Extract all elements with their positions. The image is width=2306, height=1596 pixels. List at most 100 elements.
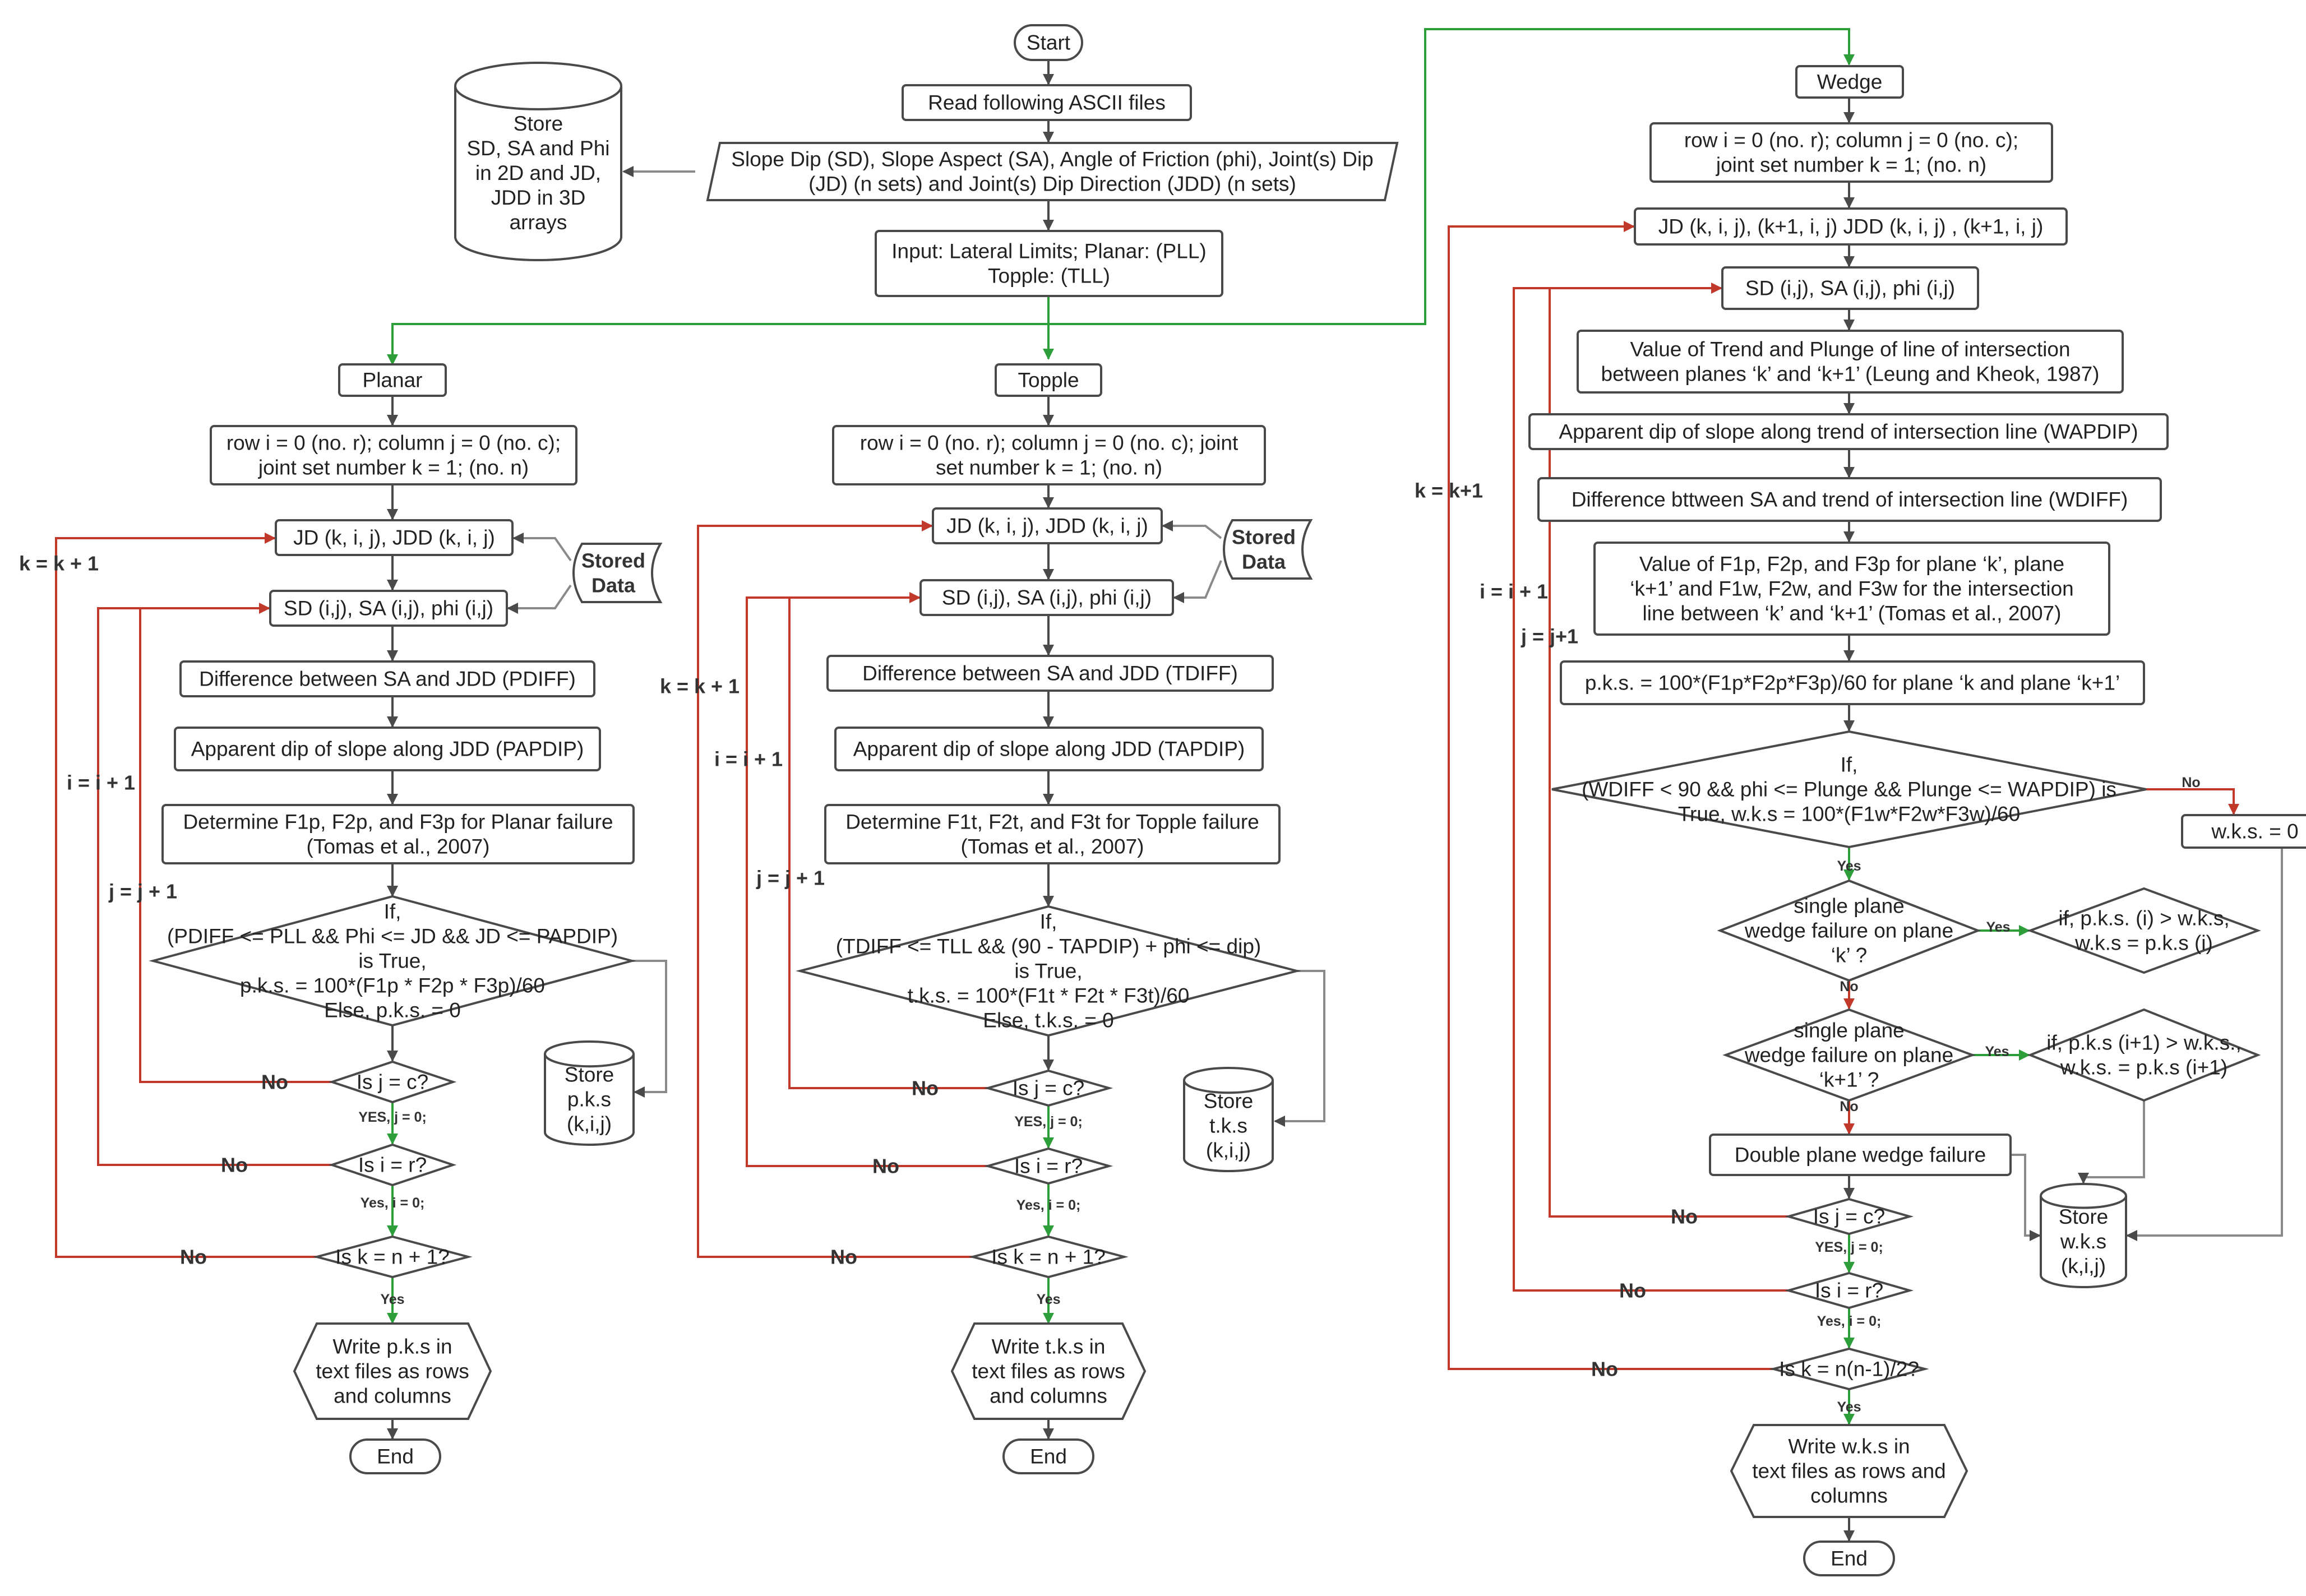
wedge-if2-decision-shape	[2027, 1008, 2261, 1102]
wedge-condition-decision-text-line-2: (WDIFF < 90 && phi <= Plunge && Plunge <…	[1582, 778, 2116, 801]
topple-diff-step-text: Difference between SA and JDD (TDIFF)	[862, 662, 1238, 685]
topple-stored-data-text-line-1: Stored	[1232, 526, 1296, 549]
planar-condition-decision-text-line-4: p.k.s. = 100*(F1p * F2p * F3p)/60	[240, 974, 545, 997]
topple-write-output-text-line-2: text files as rows	[972, 1360, 1125, 1383]
planar-yes-j-label: YES, j = 0;	[358, 1109, 427, 1125]
edge-planar-stored-sd	[507, 584, 572, 614]
planar-jd-step: JD (k, i, j), JDD (k, i, j)	[275, 519, 514, 556]
wedge-jd-step: JD (k, i, j), (k+1, i, j) JDD (k, i, j) …	[1634, 207, 2068, 246]
wedge-double-step-shape	[1709, 1134, 2012, 1176]
planar-jd-step-text: JD (k, i, j), JDD (k, i, j)	[293, 526, 495, 549]
wedge-store-db-text-line-3: (k,i,j)	[2061, 1255, 2106, 1278]
wedge-double-step: Double plane wedge failure	[1709, 1134, 2012, 1176]
topple-yes-j-label: YES, j = 0;	[1014, 1114, 1083, 1130]
wedge-write-output-text-line-3: columns	[1810, 1484, 1888, 1507]
topple-isj-decision-text: Is j = c?	[1013, 1077, 1085, 1100]
planar-store-db-text-line-1: Store	[565, 1063, 614, 1086]
wedge-store-db-text-line-1: Store	[2059, 1205, 2108, 1228]
planar-diff-step-shape	[179, 660, 595, 697]
planar-isi-decision: Is i = r?	[328, 1143, 457, 1187]
wedge-init-step-text-line-1: row i = 0 (no. r); column j = 0 (no. c);	[1684, 129, 2018, 152]
planar-end-terminal: End	[349, 1438, 441, 1474]
topple-isk-decision-text: Is k = n + 1?	[991, 1246, 1106, 1269]
topple-sd-step: SD (i,j), SA (i,j), phi (i,j)	[919, 579, 1174, 616]
topple-isi-decision-text: Is i = r?	[1014, 1155, 1083, 1178]
input-files-data: Slope Dip (SD), Slope Aspect (SA), Angle…	[706, 142, 1399, 201]
topple-sd-step-text: SD (i,j), SA (i,j), phi (i,j)	[942, 586, 1152, 609]
planar-sd-step: SD (i,j), SA (i,j), phi (i,j)	[269, 590, 508, 627]
wedge-single2-decision-text-line-3: ‘k+1’ ?	[1819, 1068, 1879, 1091]
planar-init-step-shape	[210, 425, 577, 485]
store-arrays-db-text-line-5: arrays	[510, 211, 567, 234]
input-lateral-limits-step-text-line-2: Topple: (TLL)	[988, 265, 1110, 288]
edge-topple-stored-jd	[1162, 520, 1222, 539]
topple-title-shape	[995, 363, 1102, 397]
store-arrays-db-text-line-2: SD, SA and Phi	[466, 137, 609, 160]
input-lateral-limits-step-shape	[875, 230, 1223, 297]
planar-isj-decision-text: Is j = c?	[357, 1071, 429, 1094]
wedge-single2-decision-text-line-2: wedge failure on plane	[1744, 1044, 1953, 1067]
topple-condition-decision-text-line-1: If,	[1040, 910, 1057, 933]
wedge-isi-decision-shape	[1784, 1271, 1914, 1310]
planar-condition-decision-shape	[149, 895, 636, 1027]
topple-det-step-text-line-2: (Tomas et al., 2007)	[961, 835, 1144, 858]
topple-jd-step-shape	[932, 507, 1163, 544]
planar-store-db-text-line-2: p.k.s	[567, 1088, 611, 1111]
planar-init-step: row i = 0 (no. r); column j = 0 (no. c);…	[210, 425, 577, 485]
input-files-data-text-line-2: (JD) (n sets) and Joint(s) Dip Direction…	[808, 173, 1296, 196]
edge-wedge-double-store	[2011, 1154, 2041, 1241]
wedge-app-step-shape	[1528, 413, 2169, 450]
edge-planar-cond-store	[632, 960, 667, 1098]
wedge-end-terminal-shape	[1803, 1541, 1895, 1576]
topple-no-j-label: No	[912, 1077, 939, 1100]
planar-det-step-text-line-1: Determine F1p, F2p, and F3p for Planar f…	[183, 811, 613, 834]
planar-isk-decision-text: Is k = n + 1?	[335, 1246, 450, 1269]
planar-title-shape	[338, 363, 447, 397]
wedge-isi-decision: Is i = r?	[1784, 1271, 1914, 1310]
planar-isj-decision-shape	[328, 1060, 457, 1104]
edge-planar-loop-i	[97, 607, 332, 1166]
wedge-fvals-step: Value of F1p, F2p, and F3p for plane ‘k’…	[1593, 542, 2110, 636]
topple-no-k-label: No	[830, 1246, 857, 1269]
topple-title: Topple	[995, 363, 1102, 397]
read-files-step: Read following ASCII files	[902, 84, 1192, 121]
topple-condition-decision-shape	[796, 905, 1301, 1037]
planar-store-db-top	[544, 1040, 635, 1068]
planar-isk-decision: Is k = n + 1?	[312, 1235, 473, 1279]
wedge-no-i-label: No	[1619, 1279, 1646, 1302]
topple-yes-k-label: Yes	[1036, 1292, 1060, 1307]
planar-jd-step-shape	[275, 519, 514, 556]
topple-init-step-shape	[832, 425, 1266, 485]
planar-write-output-text-line-1: Write p.k.s in	[332, 1335, 452, 1358]
topple-diff-step: Difference between SA and JDD (TDIFF)	[826, 655, 1274, 692]
edge-planar-stored-jd	[512, 533, 572, 562]
wedge-yes-i-label: Yes, i = 0;	[1817, 1313, 1882, 1329]
topple-sd-step-shape	[919, 579, 1174, 616]
wedge-store-db-text-line-2: w.k.s	[2060, 1230, 2106, 1253]
wedge-sd-step: SD (i,j), SA (i,j), phi (i,j)	[1721, 266, 1979, 310]
planar-end-terminal-shape	[349, 1438, 441, 1474]
wedge-k-loop-label: k = k+1	[1415, 479, 1483, 502]
wedge-if1-decision-shape	[2027, 887, 2261, 974]
wedge-single2-decision-shape	[1722, 1008, 1976, 1102]
wedge-trend-step-shape	[1577, 330, 2124, 394]
topple-end-terminal-text: End	[1030, 1445, 1067, 1468]
input-lateral-limits-step: Input: Lateral Limits; Planar: (PLL)Topp…	[875, 230, 1223, 297]
planar-sd-step-shape	[269, 590, 508, 627]
wedge-end-terminal-text: End	[1831, 1547, 1868, 1570]
topple-title-text: Topple	[1018, 369, 1079, 392]
wedge-if2-decision-text-line-1: if, p.k.s (i+1) > w.k.s.,	[2046, 1031, 2242, 1054]
topple-init-step-text-line-1: row i = 0 (no. r); column j = 0 (no. c);…	[860, 432, 1239, 455]
wedge-yes-single1-label: Yes	[1986, 919, 2010, 935]
wedge-write-output-text-line-1: Write w.k.s in	[1788, 1435, 1910, 1458]
planar-i-loop-label: i = i + 1	[67, 771, 135, 794]
topple-isj-decision-shape	[983, 1069, 1113, 1107]
start-terminal: Start	[1014, 24, 1083, 61]
start-terminal-text: Start	[1027, 31, 1071, 54]
planar-title-text: Planar	[363, 369, 423, 392]
start-terminal-shape	[1014, 24, 1083, 61]
